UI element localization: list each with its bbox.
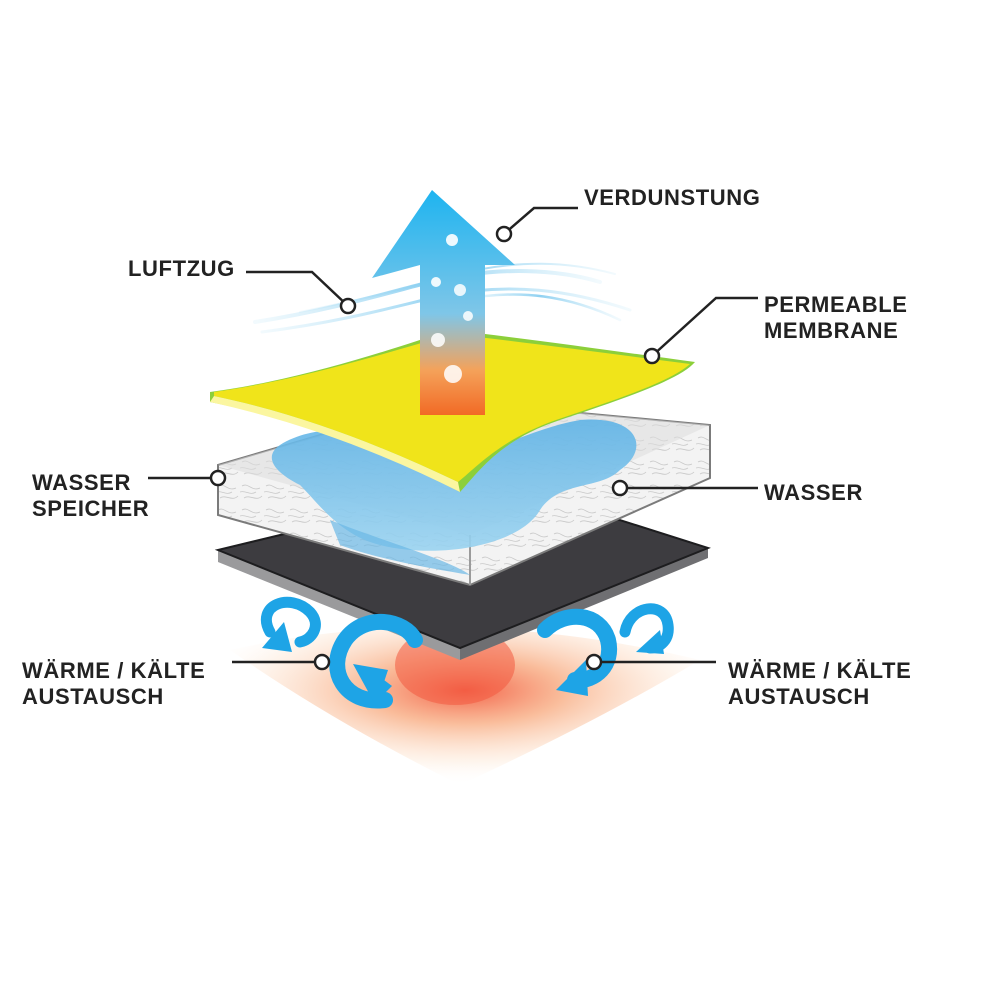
pin-membrane <box>643 347 661 365</box>
label-verdunstung: VERDUNSTUNG <box>584 185 761 210</box>
label-luftzug: LUFTZUG <box>128 256 235 281</box>
label-wasser-speicher: WASSER SPEICHER <box>32 470 150 521</box>
leader-pins <box>209 225 661 671</box>
pin-exchange-left <box>313 653 331 671</box>
leader-lines <box>148 206 758 664</box>
pin-wasser <box>611 479 629 497</box>
label-wasser: WASSER <box>764 480 863 505</box>
label-permeable-membrane: PERMEABLE MEMBRANE <box>764 292 908 343</box>
label-exchange-left: WÄRME / KÄLTE AUSTAUSCH <box>22 658 206 709</box>
pin-wasser-speicher <box>209 469 227 487</box>
evaporation-arrow-icon <box>372 190 515 415</box>
pin-exchange-right <box>585 653 603 671</box>
pin-luftzug <box>339 297 357 315</box>
pin-verdunstung <box>495 225 513 243</box>
label-exchange-right: WÄRME / KÄLTE AUSTAUSCH <box>728 658 912 709</box>
circulation-arrow-icon <box>260 596 674 709</box>
